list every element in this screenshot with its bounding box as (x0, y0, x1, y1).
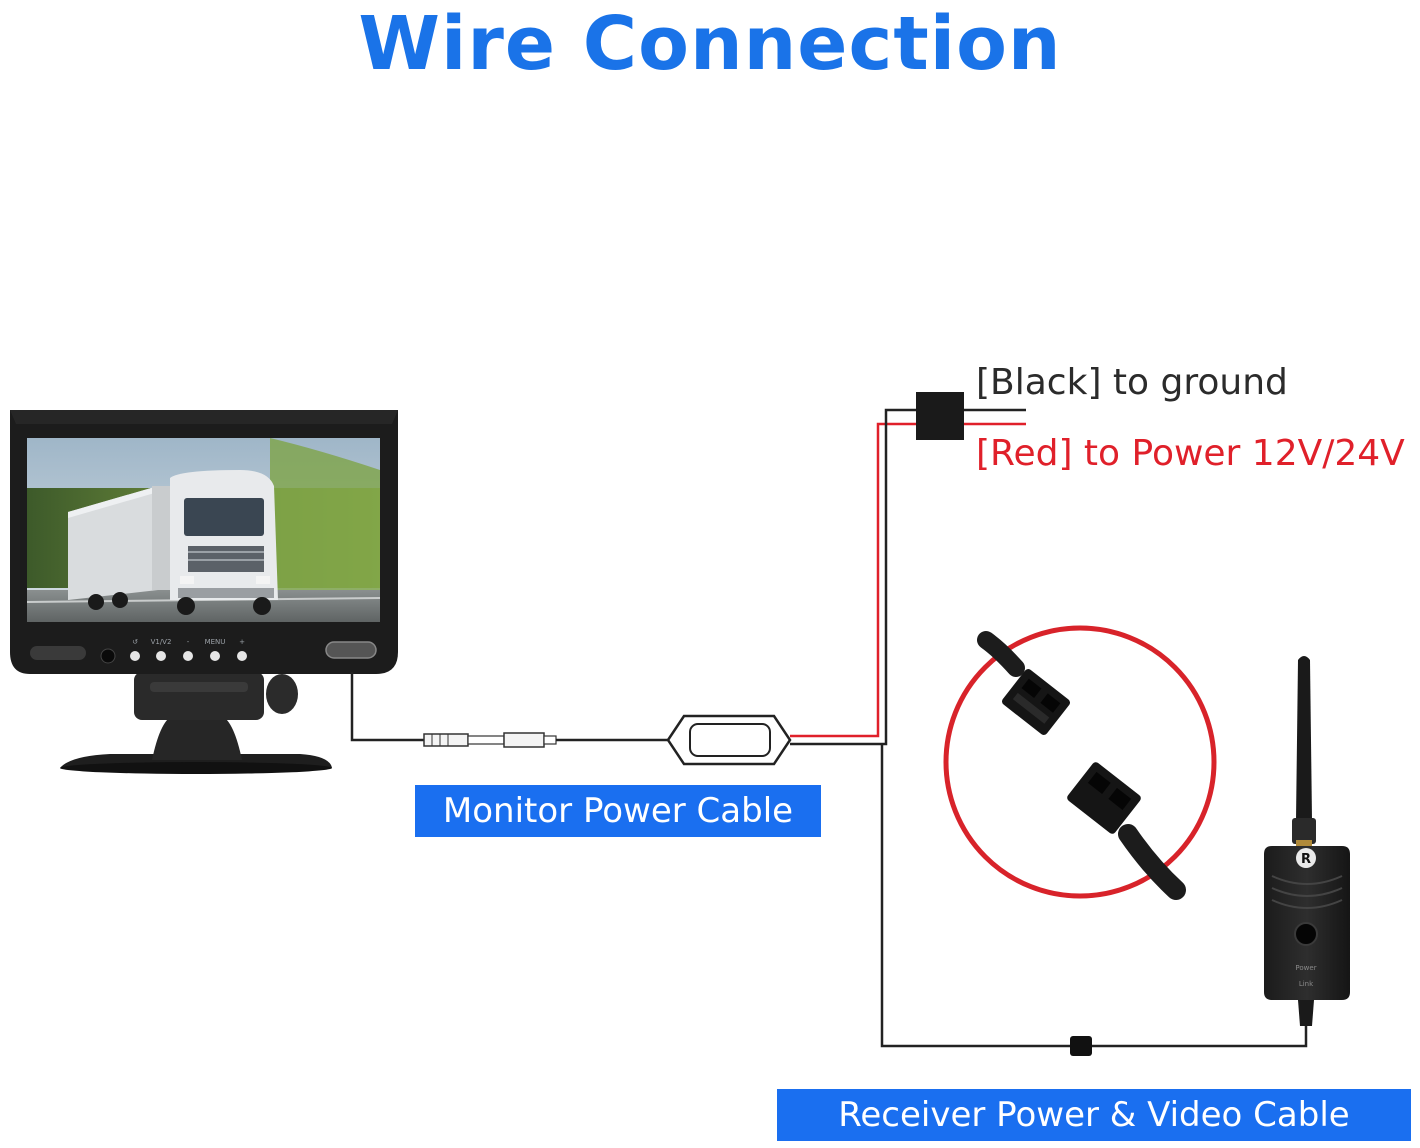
receiver-led-label: Power (1295, 964, 1316, 972)
truck-image (68, 470, 278, 615)
monitor-stand-neck (152, 716, 242, 760)
monitor-button-label: V1/V2 (151, 638, 172, 646)
monitor-cable-connector (423, 732, 557, 748)
monitor-button-label: - (187, 638, 190, 646)
receiver-led-label: Link (1299, 980, 1314, 988)
connector-closeup (943, 625, 1217, 900)
receiver-antenna (1296, 656, 1312, 820)
monitor-power-button (325, 641, 377, 659)
monitor-buttons: ↺ V1/V2 - MENU + (130, 638, 247, 661)
monitor-button-label: MENU (205, 638, 226, 646)
wireless-receiver: R Power Link (1264, 656, 1350, 1026)
monitor-stand-foot (60, 762, 332, 774)
black-wire-label: [Black] to ground (976, 362, 1288, 403)
monitor-stand-bracket (134, 672, 264, 720)
red-wire-label: [Red] to Power 12V/24V (976, 433, 1405, 474)
receiver-cable-connector (1070, 1036, 1092, 1056)
receiver-cable-label: Receiver Power & Video Cable (777, 1089, 1411, 1141)
monitor-logo-bar (30, 646, 86, 660)
monitor: ↺ V1/V2 - MENU + (10, 410, 398, 774)
monitor-stand-knob (266, 674, 298, 714)
receiver-cable-wire (880, 744, 1308, 1048)
monitor-cable-wire (350, 672, 424, 742)
monitor-button-label: + (239, 638, 245, 646)
receiver-pair-button (1294, 922, 1318, 946)
cable-filter-box (666, 714, 792, 766)
page-title: Wire Connection (358, 1, 1062, 87)
monitor-ir-sensor (100, 648, 116, 664)
receiver-badge-letter: R (1301, 852, 1311, 867)
monitor-button-label: ↺ (132, 638, 138, 646)
fuse-holder (916, 392, 964, 440)
monitor-cable-label: Monitor Power Cable (415, 785, 821, 837)
